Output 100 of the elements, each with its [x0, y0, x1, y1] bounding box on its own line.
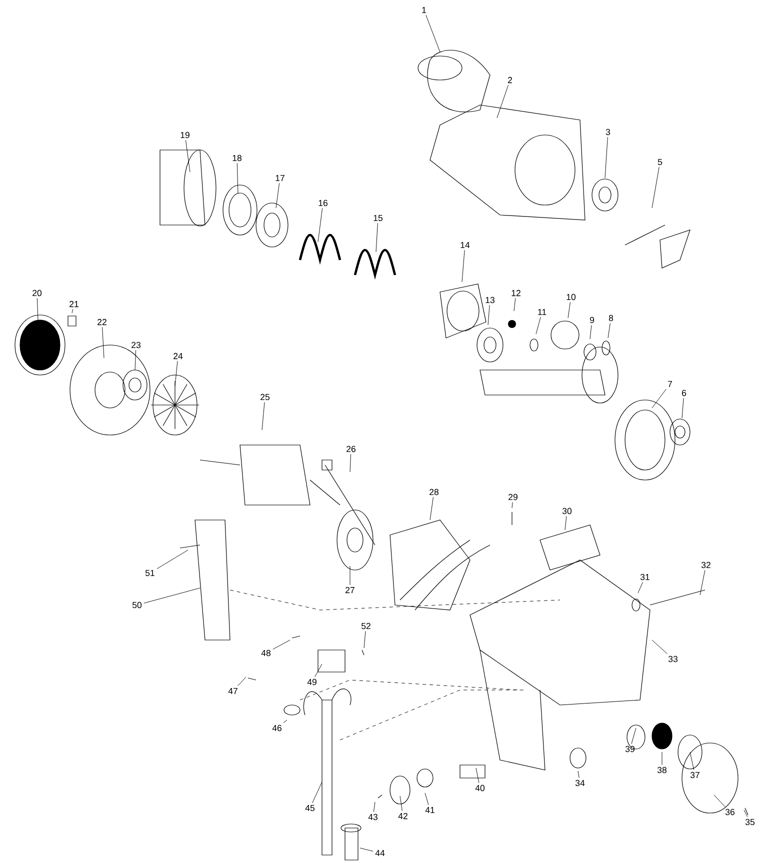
leader-line	[373, 802, 376, 812]
callout-number: 12	[512, 290, 520, 296]
callout-number: 16	[318, 200, 328, 206]
leader-line	[512, 502, 513, 508]
callout-number: 47	[228, 688, 238, 694]
callout-number: 13	[486, 296, 494, 304]
callout-number: 20	[32, 290, 42, 296]
leader-line	[488, 304, 490, 326]
leader-line	[590, 324, 592, 340]
callout-number: 34	[575, 780, 585, 786]
callout-number: 45	[305, 804, 315, 812]
leader-line	[262, 402, 265, 430]
leader-line	[744, 810, 748, 818]
leader-line	[514, 298, 516, 312]
callout-number: 42	[398, 812, 408, 820]
callout-number: 51	[145, 570, 154, 576]
leader-line	[496, 84, 508, 118]
callout-number: 8	[608, 314, 614, 322]
leader-line	[376, 222, 378, 252]
callout-number: 18	[232, 154, 242, 162]
leader-line	[424, 792, 429, 806]
leader-line	[462, 250, 465, 282]
callout-number: 41	[425, 807, 434, 814]
leader-line	[36, 298, 38, 320]
callout-number: 37	[690, 772, 700, 778]
callout-number: 22	[98, 318, 106, 326]
leader-line	[714, 794, 726, 808]
callout-number: 43	[368, 814, 378, 820]
callout-number: 29	[508, 494, 518, 500]
leader-line	[652, 640, 668, 654]
leader-line	[276, 182, 280, 208]
leader-line	[631, 728, 636, 744]
leader-line	[174, 360, 178, 386]
callout-number: 50	[132, 602, 142, 608]
leader-line	[144, 588, 200, 604]
callout-number: 38	[657, 766, 666, 774]
leader-line	[536, 316, 541, 334]
callout-number: 49	[307, 678, 316, 686]
callout-number: 9	[590, 316, 594, 324]
leader-line	[156, 550, 188, 570]
callout-number: 25	[260, 394, 270, 400]
callout-number: 32	[701, 562, 710, 568]
callout-number: 2	[508, 76, 512, 84]
leader-line	[578, 770, 580, 778]
leader-line	[185, 140, 190, 172]
leader-line	[318, 208, 323, 242]
callout-number: 23	[132, 342, 140, 348]
callout-number: 7	[668, 380, 672, 388]
callout-number: 33	[668, 656, 678, 662]
leader-line	[690, 752, 694, 770]
callout-number: 52	[361, 622, 370, 630]
leader-line	[682, 398, 684, 418]
leader-line	[608, 322, 610, 338]
callout-number: 48	[261, 650, 270, 656]
leader-line	[312, 782, 322, 804]
callout-number: 19	[180, 132, 190, 138]
leader-line	[102, 326, 104, 358]
leader-line	[364, 630, 366, 648]
callout-number: 30	[562, 508, 572, 514]
leader-line	[350, 454, 352, 472]
leader-line	[237, 676, 246, 686]
callout-number: 15	[374, 214, 383, 222]
callout-number: 35	[745, 818, 755, 826]
callout-number: 27	[346, 586, 354, 594]
leader-line	[638, 582, 643, 594]
callout-number: 24	[174, 352, 183, 360]
leader-line	[400, 796, 402, 812]
callout-number: 39	[625, 746, 634, 752]
leader-line	[652, 388, 666, 408]
leader-line	[283, 720, 288, 724]
leader-line	[426, 14, 440, 52]
callout-number: 5	[658, 158, 662, 166]
callout-number: 28	[430, 488, 438, 496]
callout-number: 26	[346, 446, 356, 452]
callout-number: 46	[272, 724, 282, 732]
callout-number: 17	[276, 174, 284, 182]
leader-line	[430, 496, 434, 520]
leader-line	[236, 162, 238, 194]
leader-line	[568, 302, 570, 318]
leader-line	[272, 640, 290, 650]
leader-line	[476, 768, 480, 784]
leader-line	[564, 516, 567, 530]
callout-number: 36	[725, 808, 734, 816]
callout-number: 6	[682, 390, 686, 396]
leader-line	[700, 570, 706, 596]
callout-number: 1	[422, 6, 426, 14]
callout-number: 40	[475, 784, 485, 792]
callout-number: 21	[70, 300, 78, 308]
leader-line	[360, 848, 374, 852]
callout-number: 3	[606, 128, 610, 136]
callout-number: 10	[566, 294, 576, 300]
callout-number: 44	[375, 850, 385, 856]
leader-line	[134, 350, 136, 370]
callout-number: 31	[640, 574, 650, 580]
leader-line	[604, 136, 608, 178]
callout-number: 11	[538, 308, 546, 316]
leader-line	[314, 664, 322, 678]
leader-line	[72, 308, 74, 314]
leader-line	[652, 166, 660, 208]
callout-number: 14	[460, 242, 470, 248]
